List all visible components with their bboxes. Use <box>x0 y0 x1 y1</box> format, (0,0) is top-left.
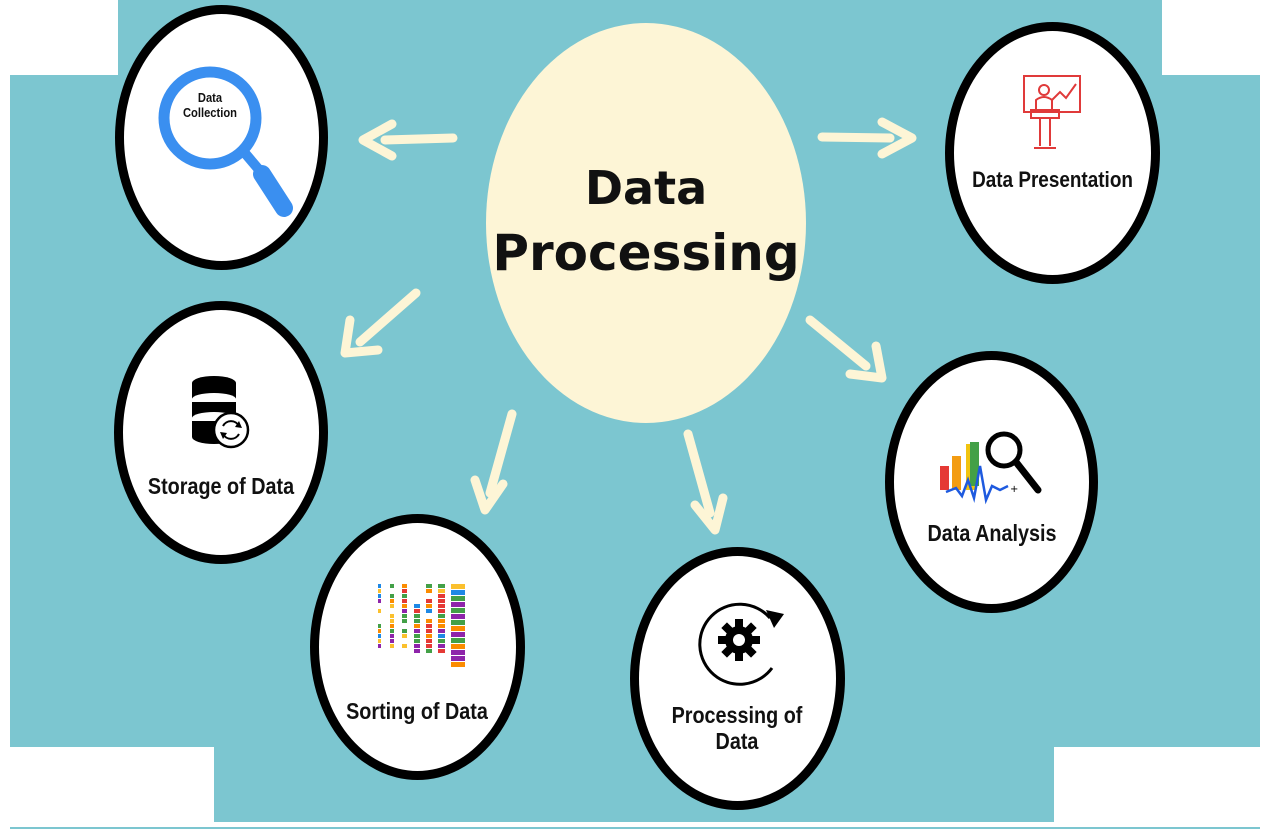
arrow-to-sorting <box>470 409 517 515</box>
node-data-analysis[interactable] <box>885 351 1098 613</box>
node-sorting-of-data-label: Sorting of Data <box>346 698 488 724</box>
collection-label-line2: Collection <box>182 104 238 120</box>
node-processing-of-data[interactable] <box>630 547 845 810</box>
arrow-to-storage <box>340 288 421 358</box>
center-ellipse <box>486 23 806 423</box>
node-data-analysis-label: Data Analysis <box>927 520 1057 546</box>
arrow-to-collection <box>358 119 458 161</box>
arrow-to-processing <box>683 429 728 535</box>
node-data-collection-label: Data Collection <box>176 90 245 121</box>
arrow-to-analysis <box>805 315 887 383</box>
processing-label-line2: Data <box>715 728 759 755</box>
center-title-line2: Processing <box>492 223 800 282</box>
bottom-rule <box>10 827 1260 829</box>
node-data-collection[interactable] <box>115 5 328 270</box>
processing-label-line1: Processing of <box>671 702 803 728</box>
node-sorting-of-data[interactable] <box>310 514 525 780</box>
node-data-presentation-label: Data Presentation <box>972 167 1133 192</box>
node-data-presentation[interactable] <box>945 22 1160 284</box>
center-title: Data Processing <box>486 160 806 284</box>
node-storage-of-data-label: Storage of Data <box>147 473 295 499</box>
node-processing-of-data-label: Processing of Data <box>650 702 824 755</box>
arrow-to-presentation <box>817 117 917 159</box>
collection-label-line1: Data <box>197 90 223 105</box>
node-storage-of-data[interactable] <box>114 301 328 564</box>
center-title-line1: Data <box>584 161 708 215</box>
